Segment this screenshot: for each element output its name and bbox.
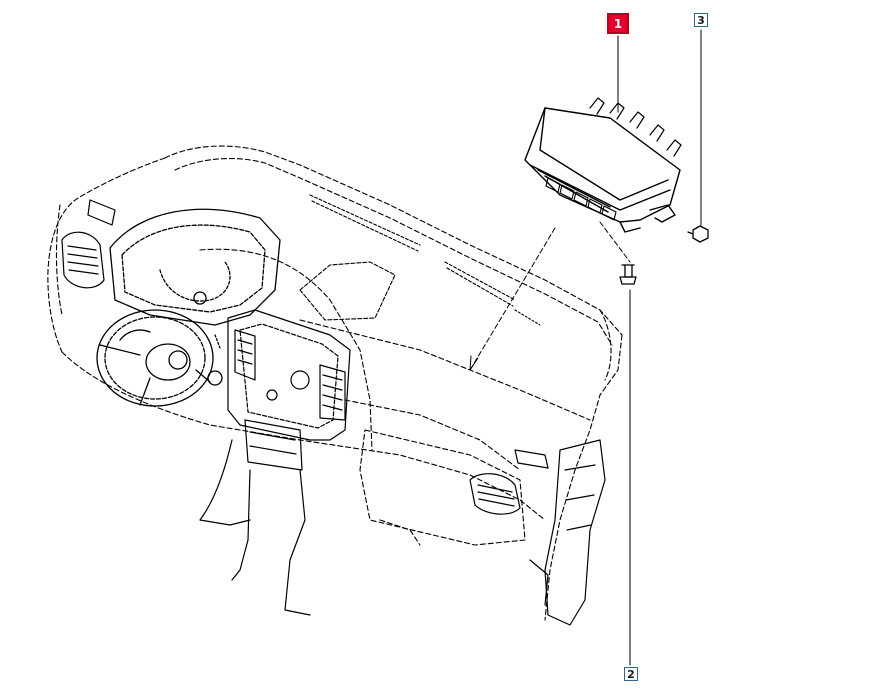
callout-3-label[interactable]: 3 bbox=[694, 13, 708, 27]
nut bbox=[687, 225, 709, 243]
left-air-vent bbox=[61, 199, 116, 289]
dashboard-outline bbox=[47, 145, 623, 621]
side-bracket bbox=[529, 439, 606, 626]
airbag-module bbox=[524, 97, 682, 233]
instrument-cluster bbox=[109, 208, 281, 349]
steering-wheel bbox=[96, 309, 223, 407]
leader-lines bbox=[469, 29, 702, 666]
callout-2-label[interactable]: 2 bbox=[624, 667, 638, 681]
callout-1-label[interactable]: 1 bbox=[607, 13, 629, 34]
right-air-vent bbox=[469, 449, 549, 515]
glovebox bbox=[359, 429, 526, 546]
screw bbox=[619, 264, 637, 285]
airbag-opening bbox=[299, 261, 396, 321]
defrost-vents bbox=[309, 194, 541, 326]
center-console bbox=[199, 309, 351, 616]
